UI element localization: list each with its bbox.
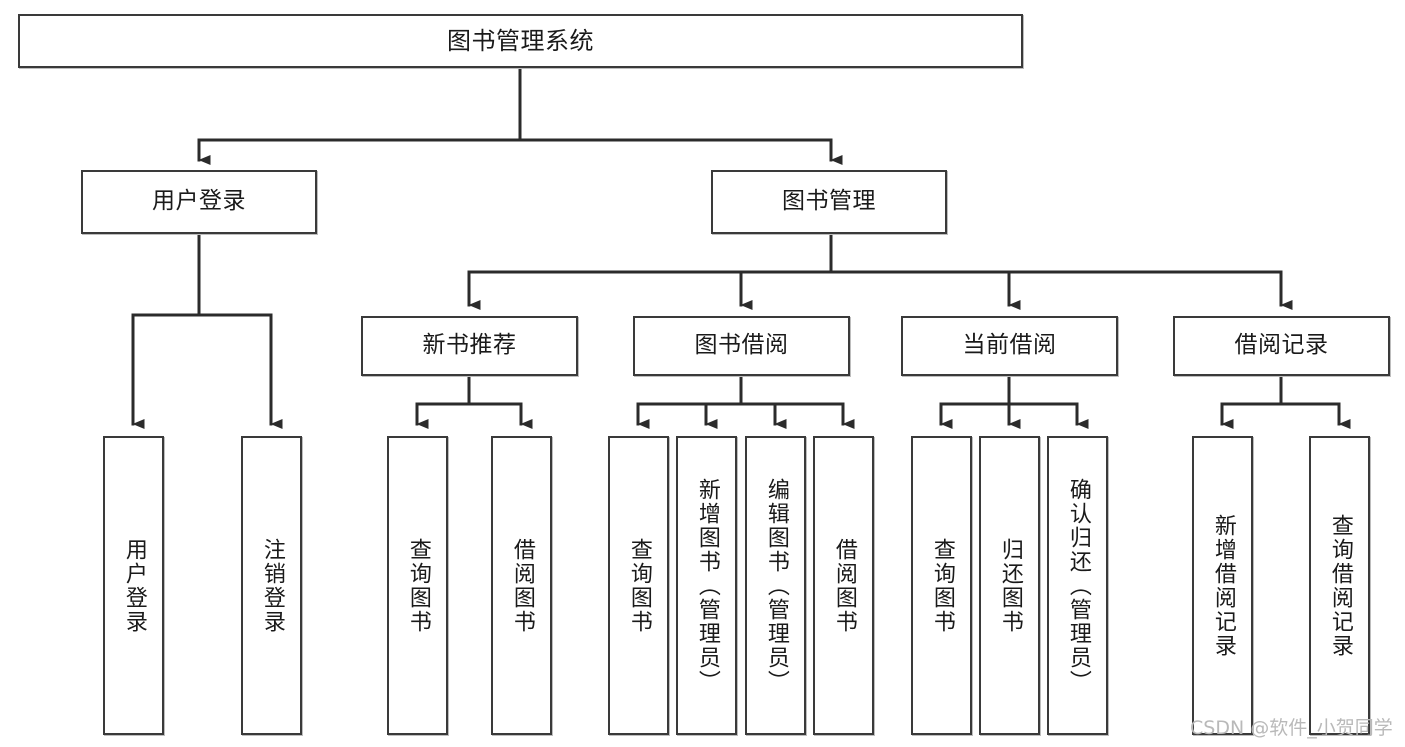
leaf-add-borrow-record-label: 新增借阅记录 [1210, 513, 1236, 658]
leaf-confirm-return-admin-label: 确认归还（管理员） [1065, 477, 1091, 694]
csdn-watermark: CSDN @软件_小贺同学 [1190, 717, 1393, 739]
leaf-return-book-label: 归还图书 [997, 537, 1023, 634]
node-current-borrow-label: 当前借阅 [962, 332, 1057, 359]
leaf-logout-label: 注销登录 [259, 537, 285, 634]
node-new-book-recommend-label: 新书推荐 [422, 332, 517, 359]
leaf-borrow-book-newbook[interactable]: 借阅图书 [491, 436, 552, 735]
node-current-borrow[interactable]: 当前借阅 [901, 316, 1118, 376]
node-user-login-label: 用户登录 [152, 188, 246, 215]
node-root-label: 图书管理系统 [447, 26, 594, 55]
leaf-return-book[interactable]: 归还图书 [979, 436, 1040, 735]
leaf-add-book-admin-label: 新增图书（管理员） [694, 477, 720, 694]
node-user-login[interactable]: 用户登录 [81, 170, 317, 234]
leaf-query-book-borrow-label: 查询图书 [626, 537, 652, 634]
node-root[interactable]: 图书管理系统 [18, 14, 1023, 68]
leaf-edit-book-admin-label: 编辑图书（管理员） [763, 477, 789, 694]
leaf-logout[interactable]: 注销登录 [241, 436, 302, 735]
node-borrow-records-label: 借阅记录 [1234, 332, 1329, 359]
leaf-query-book-current[interactable]: 查询图书 [911, 436, 972, 735]
leaf-query-book-newbook-label: 查询图书 [405, 537, 431, 634]
leaf-borrow-book-label: 借阅图书 [831, 537, 857, 634]
node-book-borrow[interactable]: 图书借阅 [633, 316, 850, 376]
leaf-add-book-admin[interactable]: 新增图书（管理员） [676, 436, 737, 735]
leaf-query-borrow-record-label: 查询借阅记录 [1327, 513, 1353, 658]
leaf-query-book-borrow[interactable]: 查询图书 [608, 436, 669, 735]
leaf-borrow-book[interactable]: 借阅图书 [813, 436, 874, 735]
node-book-borrow-label: 图书借阅 [694, 332, 789, 359]
leaf-user-login-label: 用户登录 [121, 537, 147, 634]
node-book-management-label: 图书管理 [782, 188, 876, 215]
leaf-add-borrow-record[interactable]: 新增借阅记录 [1192, 436, 1253, 735]
leaf-query-book-newbook[interactable]: 查询图书 [387, 436, 448, 735]
node-borrow-records[interactable]: 借阅记录 [1173, 316, 1390, 376]
leaf-edit-book-admin[interactable]: 编辑图书（管理员） [745, 436, 806, 735]
leaf-query-borrow-record[interactable]: 查询借阅记录 [1309, 436, 1370, 735]
leaf-borrow-book-newbook-label: 借阅图书 [509, 537, 535, 634]
node-new-book-recommend[interactable]: 新书推荐 [361, 316, 578, 376]
leaf-query-book-current-label: 查询图书 [929, 537, 955, 634]
leaf-user-login[interactable]: 用户登录 [103, 436, 164, 735]
node-book-management[interactable]: 图书管理 [711, 170, 947, 234]
leaf-confirm-return-admin[interactable]: 确认归还（管理员） [1047, 436, 1108, 735]
